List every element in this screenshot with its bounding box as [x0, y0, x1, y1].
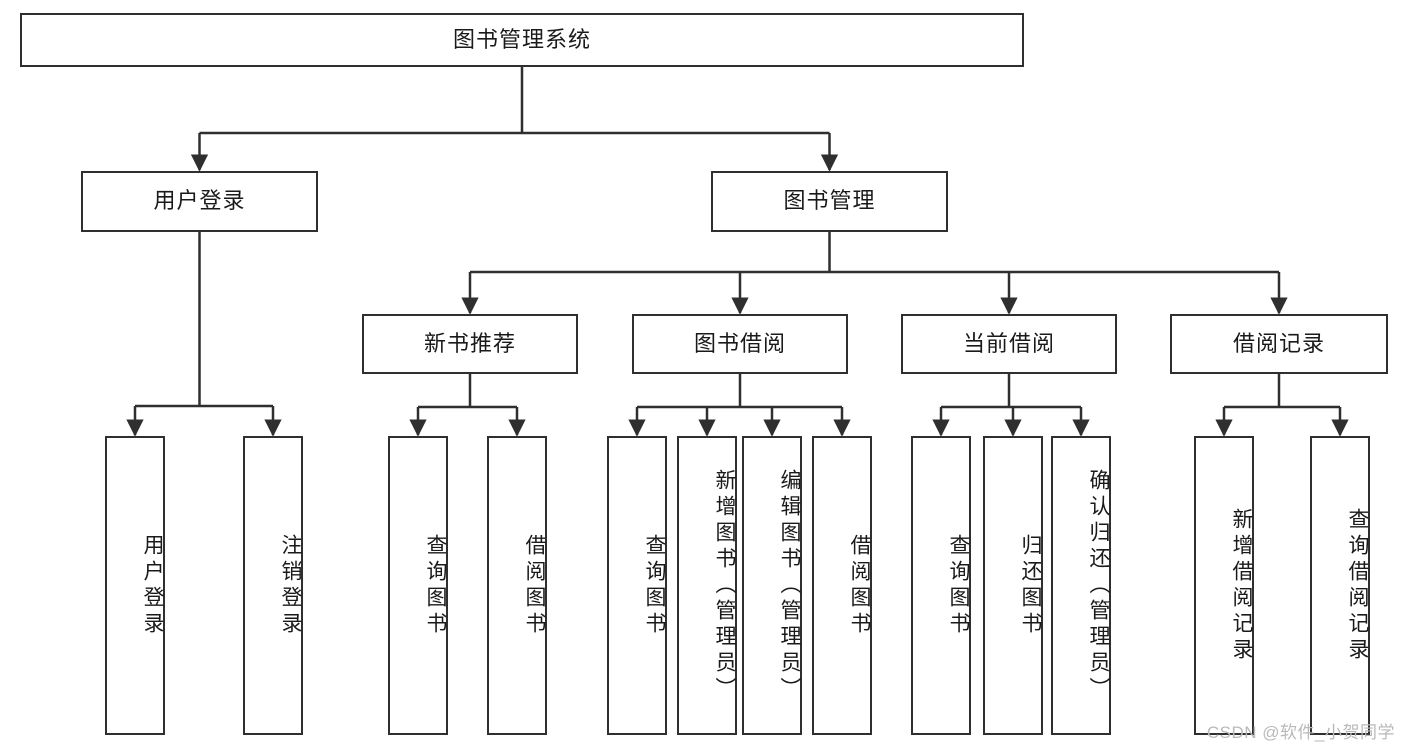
branch-node-新书推荐-0: 新书推荐 [362, 314, 578, 374]
node-label: 借阅记录 [1232, 330, 1325, 356]
watermark: CSDN @软件_小贺同学 [1206, 723, 1395, 742]
node-label: 查询借阅记录 [1346, 507, 1369, 664]
leaf-node-借阅图书-3: 借阅图书 [487, 436, 547, 735]
leaf-node-编辑图书管理员-6: 编辑图书（管理员） [742, 436, 802, 735]
root-node-图书管理系统: 图书管理系统 [20, 13, 1024, 67]
leaf-node-查询图书-2: 查询图书 [388, 436, 448, 735]
leaf-node-借阅图书-7: 借阅图书 [812, 436, 872, 735]
node-label: 归还图书 [1019, 533, 1042, 638]
leaf-node-查询图书-4: 查询图书 [607, 436, 667, 735]
branch-node-图书管理-1: 图书管理 [711, 171, 948, 232]
node-label: 查询图书 [643, 533, 666, 638]
node-label: 查询图书 [947, 533, 970, 638]
leaf-node-新增图书管理员-5: 新增图书（管理员） [677, 436, 737, 735]
node-label: 注销登录 [279, 533, 302, 638]
node-label: 图书借阅 [693, 330, 786, 356]
leaf-node-注销登录-1: 注销登录 [243, 436, 303, 735]
node-label: 新增图书（管理员） [713, 468, 736, 703]
node-label: 编辑图书（管理员） [778, 468, 801, 703]
leaf-node-查询图书-8: 查询图书 [911, 436, 971, 735]
leaf-node-查询借阅记录-12: 查询借阅记录 [1310, 436, 1370, 735]
branch-node-当前借阅-2: 当前借阅 [901, 314, 1117, 374]
node-label: 用户登录 [153, 188, 246, 214]
leaf-node-确认归还管理员-10: 确认归还（管理员） [1051, 436, 1111, 735]
node-label: 查询图书 [424, 533, 447, 638]
node-label: 图书管理系统 [452, 26, 591, 52]
connector-paths [126, 67, 1349, 437]
leaf-node-归还图书-9: 归还图书 [983, 436, 1043, 735]
node-label: 当前借阅 [962, 330, 1055, 356]
node-label: 用户登录 [141, 533, 164, 638]
leaf-node-新增借阅记录-11: 新增借阅记录 [1194, 436, 1254, 735]
node-label: 新书推荐 [423, 330, 516, 356]
branch-node-借阅记录-3: 借阅记录 [1170, 314, 1388, 374]
node-label: 图书管理 [783, 188, 876, 214]
node-label: 新增借阅记录 [1230, 507, 1253, 664]
branch-node-用户登录-0: 用户登录 [81, 171, 318, 232]
node-label: 借阅图书 [523, 533, 546, 638]
node-label: 借阅图书 [848, 533, 871, 638]
node-label: 确认归还（管理员） [1087, 468, 1110, 703]
leaf-node-用户登录-0: 用户登录 [105, 436, 165, 735]
branch-node-图书借阅-1: 图书借阅 [632, 314, 848, 374]
